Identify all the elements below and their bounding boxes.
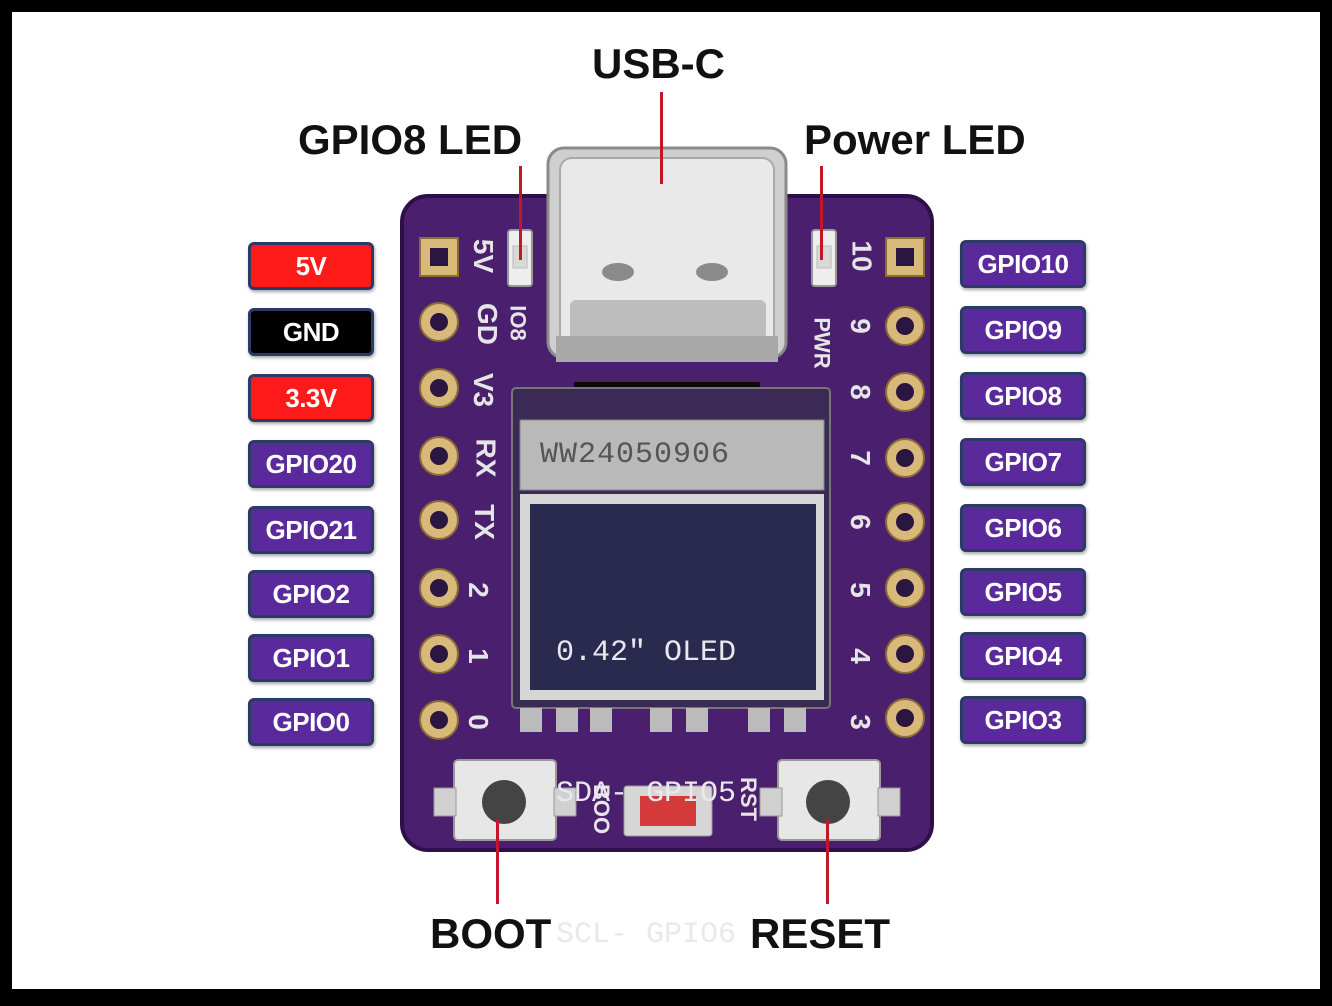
- pin-label-gpio21: GPIO21: [248, 506, 374, 554]
- gpio8-led-title: GPIO8 LED: [298, 116, 523, 163]
- leader-usb: [660, 92, 663, 184]
- pin-label-gpio10: GPIO10: [960, 240, 1086, 288]
- reset-button: [759, 759, 901, 841]
- pin-label-5v: 5V: [248, 242, 374, 290]
- silk-10: 10: [846, 240, 878, 272]
- pin-label-gpio20: GPIO20: [248, 440, 374, 488]
- boot-title: BOOT: [430, 910, 552, 957]
- left-pin-holes: [419, 237, 459, 740]
- silk-8: 8: [844, 384, 876, 400]
- pin-label-gpio9: GPIO9: [960, 306, 1086, 354]
- smd-components: [520, 708, 806, 732]
- oled-screen-text: 0.42" OLED SDA- GPIO5 SCL- GPIO6: [556, 536, 816, 1006]
- usb-c-connector: [546, 146, 788, 362]
- silk-2: 2: [462, 582, 494, 598]
- silk-rx: RX: [470, 438, 502, 478]
- pin-label-gpio1: GPIO1: [248, 634, 374, 682]
- leader-boot: [496, 820, 499, 904]
- oled-line-1: 0.42" OLED: [556, 636, 737, 670]
- silk-9: 9: [844, 318, 876, 334]
- pin-label-gpio6: GPIO6: [960, 504, 1086, 552]
- pin-label-gnd: GND: [248, 308, 374, 356]
- reset-title: RESET: [750, 910, 891, 957]
- leader-gpio8-led: [519, 166, 522, 260]
- leader-power-led: [820, 166, 823, 260]
- silk-3: 3: [844, 714, 876, 730]
- pin-label-gpio5: GPIO5: [960, 568, 1086, 616]
- silk-io8: IO8: [505, 305, 531, 341]
- silk-0: 0: [462, 714, 494, 730]
- silk-6: 6: [844, 514, 876, 530]
- pin-label-3v3: 3.3V: [248, 374, 374, 422]
- pin-label-gpio0: GPIO0: [248, 698, 374, 746]
- silk-tx: TX: [468, 504, 500, 540]
- leader-reset: [826, 820, 829, 904]
- oled-line-2: SDA- GPIO5: [556, 777, 737, 811]
- pin-label-gpio2: GPIO2: [248, 570, 374, 618]
- silk-gd: GD: [472, 303, 503, 345]
- right-pin-holes: [885, 237, 925, 738]
- oled-panel-code: WW24050906: [540, 438, 731, 472]
- pin-label-gpio3: GPIO3: [960, 696, 1086, 744]
- silk-1: 1: [462, 648, 494, 664]
- silk-v3: V3: [468, 372, 500, 408]
- silk-7: 7: [844, 450, 876, 466]
- power-led-title: Power LED: [804, 116, 1026, 163]
- pin-label-gpio4: GPIO4: [960, 632, 1086, 680]
- oled-line-3: SCL- GPIO6: [556, 918, 737, 952]
- silk-pwr: PWR: [809, 317, 835, 369]
- oled-module: [511, 387, 831, 709]
- pin-label-gpio8: GPIO8: [960, 372, 1086, 420]
- silk-4: 4: [844, 648, 876, 664]
- usb-c-title: USB-C: [592, 40, 725, 87]
- silk-5: 5: [844, 582, 876, 598]
- pin-label-gpio7: GPIO7: [960, 438, 1086, 486]
- silk-5v: 5V: [468, 238, 500, 274]
- boot-button: [433, 759, 577, 841]
